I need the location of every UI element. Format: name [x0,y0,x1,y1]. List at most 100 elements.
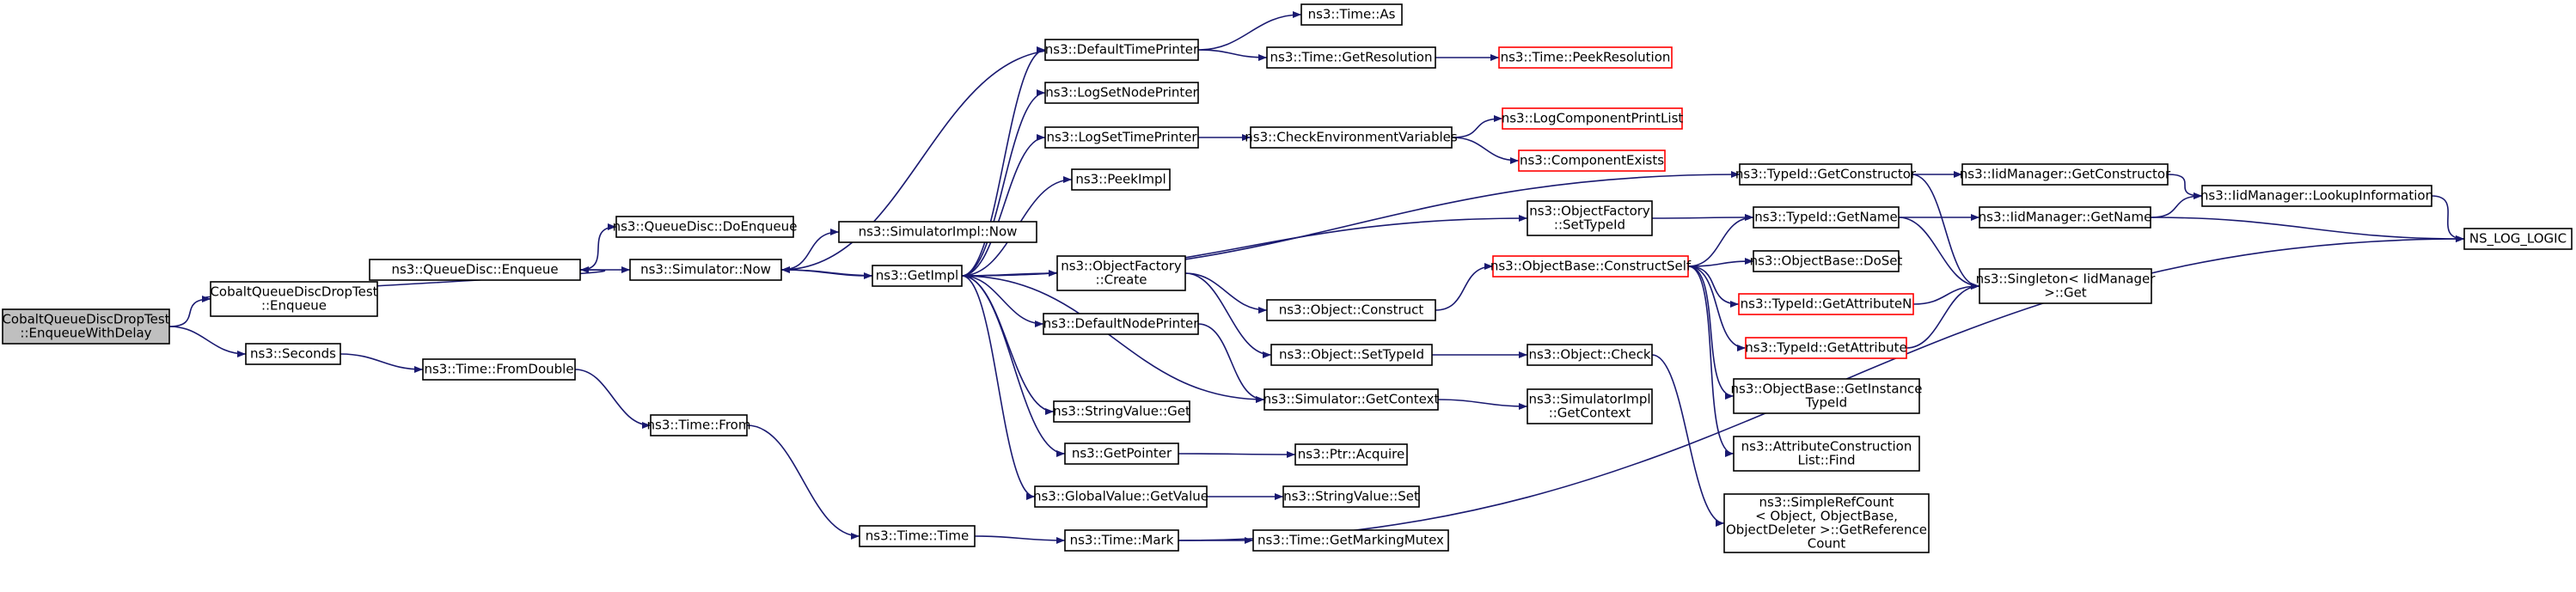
node-box [1502,107,1683,130]
node-label: ns3::SimulatorImpl [1528,392,1650,407]
node-defTimePrinter[interactable]: ns3::DefaultTimePrinter [1044,39,1199,61]
edge-arrow [961,275,1044,327]
node-box [872,265,963,287]
node-box [1044,126,1199,149]
node-simGetContext[interactable]: ns3::Simulator::GetContext [1264,388,1440,411]
node-qdDoEnqueue[interactable]: ns3::QueueDisc::DoEnqueue [613,216,798,238]
node-label: ns3::Time::GetMarkingMutex [1257,533,1444,548]
edge-arrow [1435,263,1494,311]
node-iidMgrGetName[interactable]: ns3::IidManager::GetName [1979,206,2152,229]
edge-arrow [1687,214,1754,267]
node-getImpl[interactable]: ns3::GetImpl [872,265,963,287]
node-simImplGetContext[interactable]: ns3::SimulatorImpl::GetContext [1527,388,1653,424]
node-box [210,281,378,317]
node-label: ns3::Seconds [250,346,336,362]
node-tidGetName[interactable]: ns3::TypeId::GetName [1753,206,1900,229]
edge-getImpl-to-logSetNodePrinter [961,89,1046,277]
node-logSetNodePrinter[interactable]: ns3::LogSetNodePrinter [1044,82,1199,104]
node-defNodePrinter[interactable]: ns3::DefaultNodePrinter [1043,313,1200,335]
node-obConstructSelf[interactable]: ns3::ObjectBase::ConstructSelf [1490,255,1692,278]
node-label: ns3::ObjectBase::ConstructSelf [1490,259,1692,274]
node-label: ns3::TypeId::GetConstructor [1735,167,1917,182]
node-box [1282,485,1420,508]
node-timeFromDouble[interactable]: ns3::Time::FromDouble [422,358,576,381]
node-timeMark[interactable]: ns3::Time::Mark [1064,529,1179,552]
node-cqdEnqueue[interactable]: CobaltQueueDiscDropTest::Enqueue [210,281,378,317]
node-objConstruct[interactable]: ns3::Object::Construct [1266,299,1436,321]
node-ofCreate[interactable]: ns3::ObjectFactory::Create [1056,255,1186,291]
node-box [1518,150,1666,172]
node-box [1492,255,1689,278]
edge-root-to-seconds [168,326,247,357]
node-box [1294,443,1408,466]
edge-arrow [961,275,1036,500]
node-label: ns3::SimulatorImpl::Now [859,224,1018,240]
node-obDoSet[interactable]: ns3::ObjectBase::DoSet [1750,250,1903,272]
edge-arrow [202,266,606,300]
edge-obConstructSelf-to-acListFind [1687,265,1735,457]
node-seconds[interactable]: ns3::Seconds [245,343,341,365]
node-tidGetAttrN[interactable]: ns3::TypeId::GetAttributeN [1738,293,1914,315]
edge-arrow [2431,195,2465,242]
edge-arrow [780,266,882,277]
node-ptrAcquire[interactable]: ns3::Ptr::Acquire [1294,443,1408,466]
node-root[interactable]: CobaltQueueDiscDropTest::EnqueueWithDela… [2,308,170,345]
edge-ofSetTypeId-to-tidGetName [1651,214,1754,222]
node-box [1753,250,1900,272]
node-simNow[interactable]: ns3::Simulator::Now [629,259,782,281]
node-gvGetValue[interactable]: ns3::GlobalValue::GetValue [1033,485,1208,508]
node-logCompPrint[interactable]: ns3::LogComponentPrintList [1502,107,1684,130]
node-timeGetMarkMutex[interactable]: ns3::Time::GetMarkingMutex [1252,529,1449,552]
node-tidGetAttr[interactable]: ns3::TypeId::GetAttribute [1745,337,1907,359]
edge-arrow [1906,283,1980,349]
node-box [1300,3,1403,26]
node-timeFrom[interactable]: ns3::Time::From [647,414,751,436]
node-objSetTypeId[interactable]: ns3::Object::SetTypeId [1270,344,1433,366]
node-srcGetRefCount[interactable]: ns3::SimpleRefCount< Object, ObjectBase,… [1723,493,1930,553]
node-label: ns3::Time::Mark [1070,533,1174,548]
node-checkEnv[interactable]: ns3::CheckEnvironmentVariables [1245,126,1458,149]
node-tidGetCtor[interactable]: ns3::TypeId::GetConstructor [1735,163,1917,186]
node-logSetTimePrinter[interactable]: ns3::LogSetTimePrinter [1044,126,1199,149]
edge-simNow-to-simImplNow [780,229,840,271]
edge-arrow [2167,174,2203,199]
node-ofSetTypeId[interactable]: ns3::ObjectFactory::SetTypeId [1527,200,1653,236]
edge-getImpl-to-gvGetValue [961,275,1036,500]
edge-arrow [961,46,1046,277]
node-box [1056,255,1186,291]
edge-obConstructSelf-to-tidGetAttr [1687,265,1747,351]
node-timePeekRes[interactable]: ns3::Time::PeekResolution [1498,46,1673,69]
node-label: ns3::Time::GetResolution [1270,50,1433,65]
node-singletonGet[interactable]: ns3::Singleton< IidManager>::Get [1976,268,2157,304]
node-getPointer[interactable]: ns3::GetPointer [1064,442,1179,465]
node-nsLogLogic[interactable]: NS_LOG_LOGIC [2463,228,2573,250]
node-simImplNow[interactable]: ns3::SimulatorImpl::Now [838,221,1037,243]
node-label: ns3::ObjectBase::GetInstance [1731,381,1923,397]
edge-iidMgrGetName-to-nsLogLogic [2150,217,2465,242]
edge-defTimePrinter-to-timeAs [1197,11,1302,51]
node-label: ns3::Simulator::Now [640,262,771,278]
node-timeGetRes[interactable]: ns3::Time::GetResolution [1266,46,1436,69]
node-svGet[interactable]: ns3::StringValue::Get [1053,400,1190,423]
node-timeTime[interactable]: ns3::Time::Time [859,525,976,547]
edge-layer [168,11,2465,544]
node-qdEnqueue[interactable]: ns3::QueueDisc::Enqueue [369,259,581,281]
node-peekImpl[interactable]: ns3::PeekImpl [1071,168,1171,191]
edge-arrow [1184,272,1272,358]
node-iidMgrGetCtor[interactable]: ns3::IidManager::GetConstructor [1960,163,2171,186]
node-label: ns3::Object::Check [1528,347,1650,363]
edge-arrow [1437,399,1528,410]
node-objCheck[interactable]: ns3::Object::Check [1527,344,1653,366]
node-compExists[interactable]: ns3::ComponentExists [1518,150,1666,172]
node-label: ns3::Time::From [647,418,751,433]
node-svSet[interactable]: ns3::StringValue::Set [1282,485,1420,508]
node-box [1979,206,2151,229]
edge-getImpl-to-simGetContext [961,275,1265,403]
node-label: ns3::QueueDisc::Enqueue [391,262,558,278]
edge-arrow [780,229,840,271]
node-iidMgrLookup[interactable]: ns3::IidManager::LookupInformation [2200,185,2433,207]
node-timeAs[interactable]: ns3::Time::As [1300,3,1403,26]
